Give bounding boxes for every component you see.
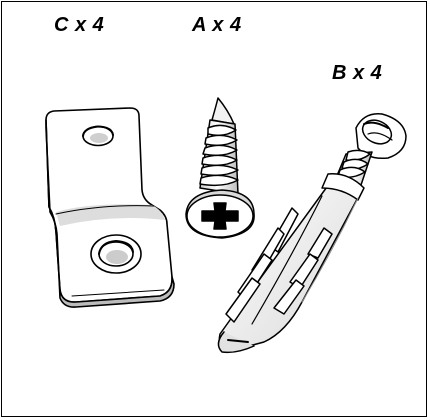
parts-illustration xyxy=(45,97,407,354)
angle-bracket-icon xyxy=(45,107,175,308)
wall-anchor-plug-icon xyxy=(217,113,407,354)
part-c-quantity-label: C x 4 xyxy=(54,14,105,36)
part-a-quantity-label: A x 4 xyxy=(192,14,242,36)
phillips-screw-icon xyxy=(185,97,255,239)
part-b-quantity-label: B x 4 xyxy=(332,62,383,84)
